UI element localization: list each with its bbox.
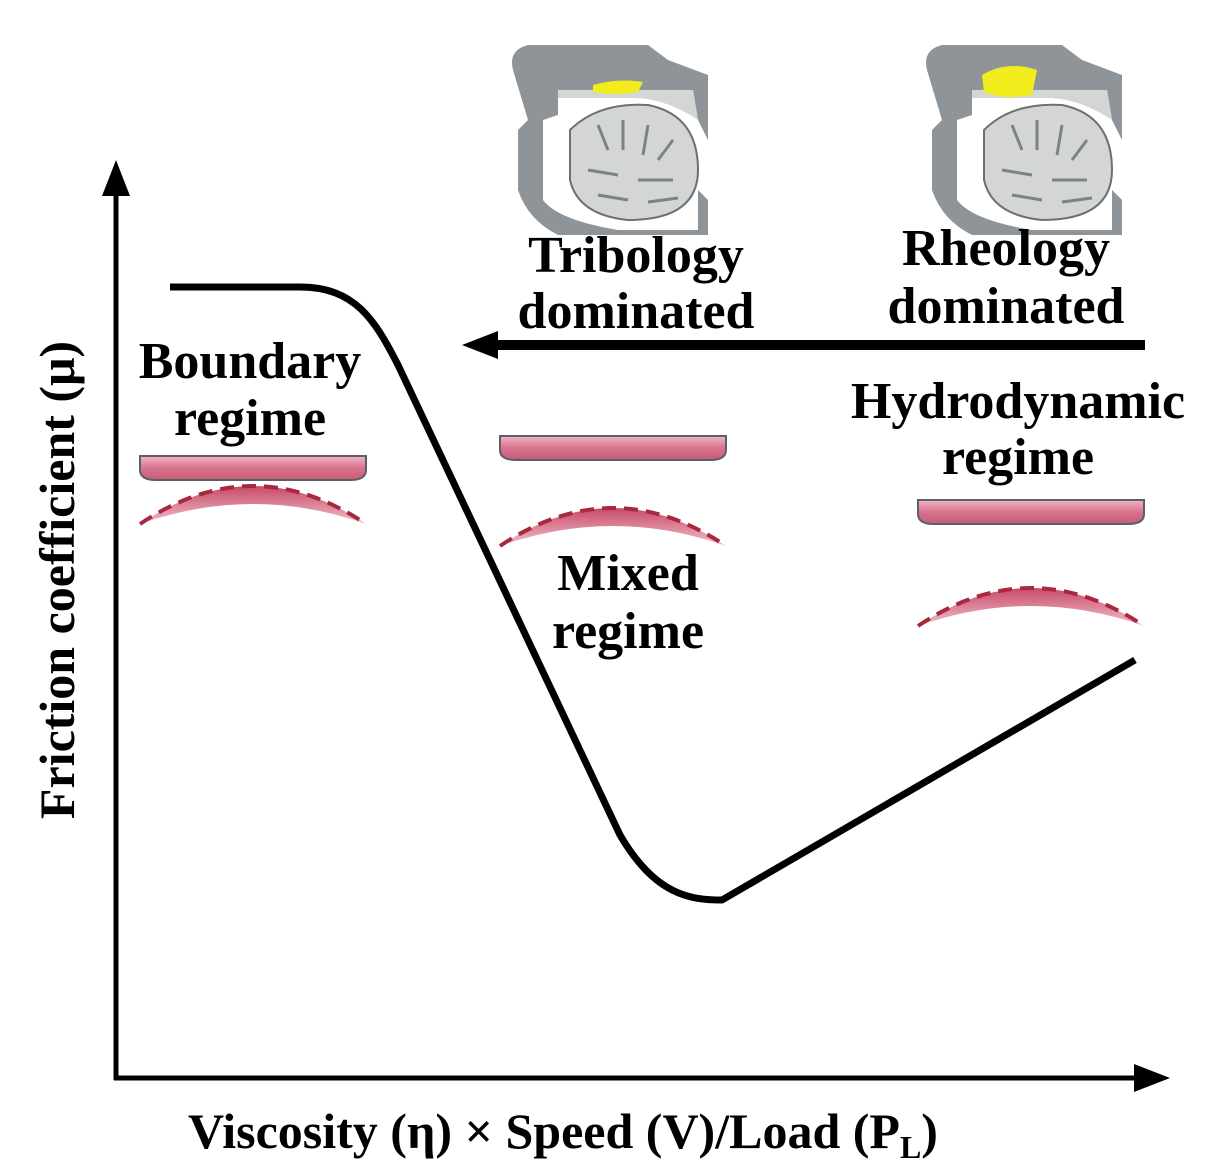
x-axis — [114, 1064, 1170, 1092]
rheology-label-line2: dominated — [888, 278, 1125, 335]
stribeck-curve — [170, 283, 1137, 904]
rheology-label-line1: Rheology — [902, 220, 1110, 277]
direction-arrow — [462, 331, 1145, 359]
hydrodynamic-label-line1: Hydrodynamic — [851, 373, 1185, 430]
y-axis-label: Friction coefficient (μ) — [29, 341, 85, 819]
hydrodynamic-surfaces-icon — [916, 499, 1146, 628]
saliva-thin-layer — [593, 80, 643, 94]
y-axis — [102, 160, 130, 1080]
tribology-label-line2: dominated — [518, 283, 755, 340]
mixed-label-line1: Mixed — [557, 545, 699, 602]
tongue-diagram-rheology — [924, 43, 1124, 237]
boundary-label-line1: Boundary — [139, 333, 362, 390]
mixed-label-line2: regime — [552, 603, 704, 660]
x-axis-label: Viscosity (η) × Speed (V)/Load (PL) — [188, 1103, 938, 1165]
tongue-diagram-tribology — [510, 43, 710, 237]
mixed-surfaces-icon — [498, 435, 728, 548]
boundary-surfaces-icon — [138, 455, 368, 526]
saliva-thick-layer — [982, 66, 1037, 97]
boundary-label-line2: regime — [174, 390, 326, 447]
hydrodynamic-label-line2: regime — [942, 429, 1094, 486]
tribology-label-line1: Tribology — [528, 227, 744, 284]
